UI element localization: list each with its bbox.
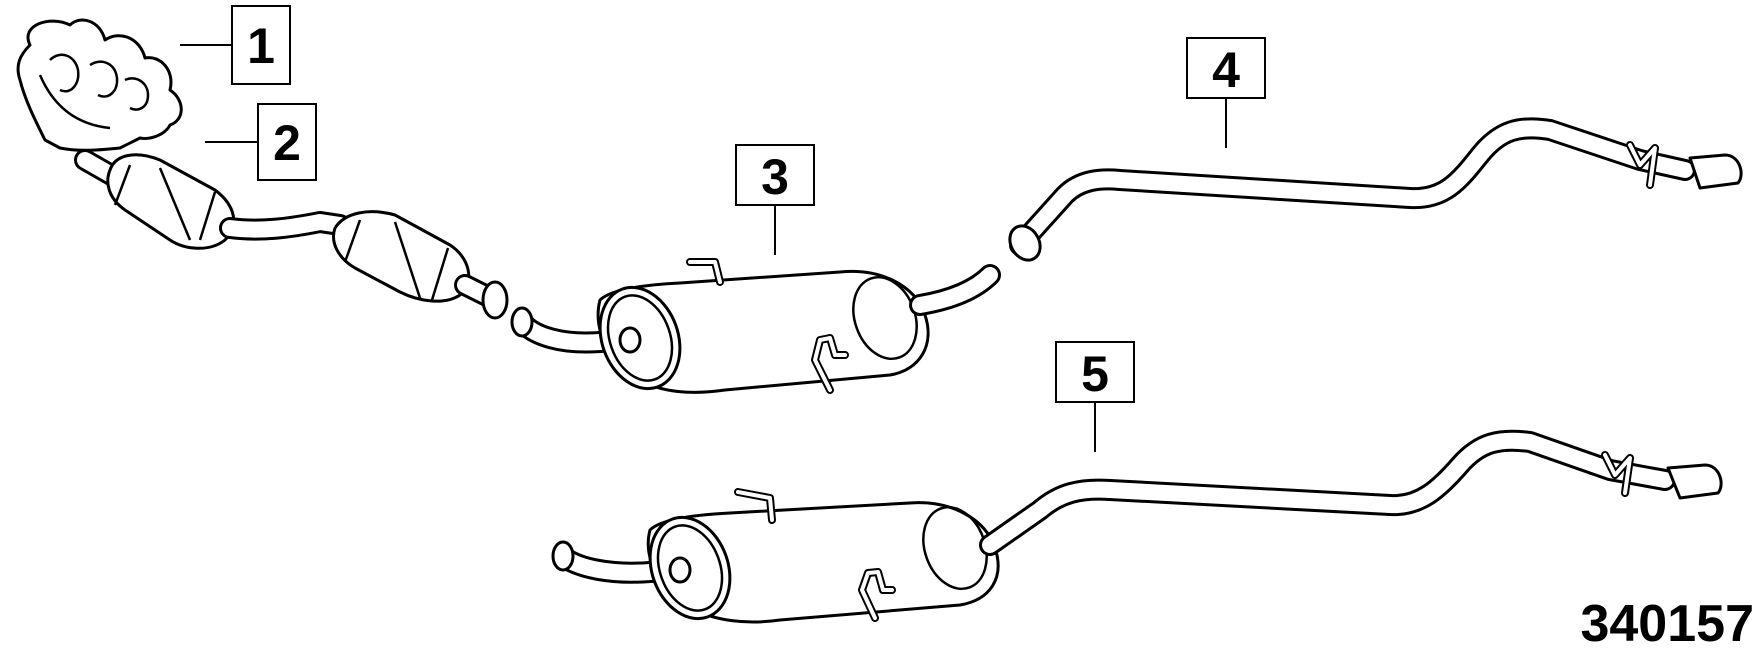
callout-2-label: 2 bbox=[273, 115, 301, 171]
catalytic-converter-pipe bbox=[74, 149, 509, 320]
exhaust-manifold bbox=[16, 18, 183, 152]
callout-3: 3 bbox=[735, 144, 815, 255]
callout-5: 5 bbox=[1055, 341, 1135, 452]
rear-pipe bbox=[1008, 117, 1743, 262]
callout-3-label: 3 bbox=[761, 149, 789, 205]
callout-2: 2 bbox=[205, 103, 317, 181]
callout-1: 1 bbox=[180, 5, 291, 85]
callout-4: 4 bbox=[1186, 37, 1266, 148]
drawing-number: 340157 bbox=[1580, 595, 1754, 653]
center-muffler bbox=[510, 258, 1001, 394]
callout-1-label: 1 bbox=[247, 18, 275, 74]
rear-muffler-assembly bbox=[551, 429, 1723, 624]
callout-4-label: 4 bbox=[1212, 42, 1240, 98]
callout-5-label: 5 bbox=[1081, 346, 1109, 402]
